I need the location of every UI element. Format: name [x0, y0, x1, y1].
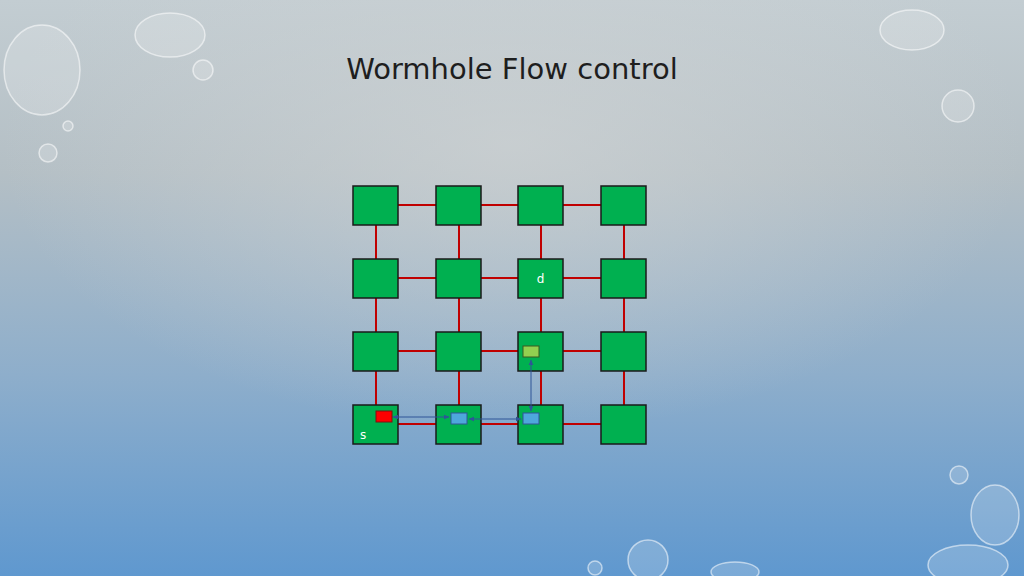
mesh-links	[376, 205, 624, 424]
body-flit	[523, 413, 539, 424]
water-drop	[942, 90, 974, 122]
router-box	[353, 186, 398, 225]
router-box	[601, 259, 646, 298]
router-box	[518, 405, 563, 444]
body-flit	[451, 413, 467, 424]
node-label: s	[360, 428, 366, 442]
router-box	[518, 186, 563, 225]
router-node: d	[518, 259, 563, 298]
flit-pointer	[393, 417, 449, 418]
flit-pointer	[531, 360, 532, 411]
router-box	[518, 259, 563, 298]
water-drop	[39, 144, 57, 162]
router-box	[436, 332, 481, 371]
router-box	[436, 405, 481, 444]
water-drop	[971, 485, 1019, 545]
mesh-link	[376, 277, 624, 279]
router-box	[353, 405, 398, 444]
mesh-link	[376, 423, 624, 425]
water-drop	[711, 562, 759, 576]
router-box	[601, 405, 646, 444]
mesh-link	[540, 205, 542, 424]
tail-flit	[523, 346, 539, 357]
router-box	[436, 259, 481, 298]
water-drop	[880, 10, 944, 50]
router-box	[601, 186, 646, 225]
water-drop	[950, 466, 968, 484]
water-drop	[135, 13, 205, 57]
mesh-link	[375, 205, 377, 424]
water-drop	[4, 25, 80, 115]
flit-pointer	[469, 419, 521, 420]
node-label: d	[537, 272, 545, 286]
router-box	[353, 332, 398, 371]
mesh-link	[376, 350, 624, 352]
water-drop	[588, 561, 602, 575]
router-box	[601, 332, 646, 371]
router-node: s	[353, 405, 398, 444]
router-box	[353, 259, 398, 298]
water-drop	[928, 545, 1008, 576]
mesh-link	[376, 204, 624, 206]
router-box	[436, 186, 481, 225]
water-drop	[193, 60, 213, 80]
head-flit	[376, 411, 392, 422]
slide-title: Wormhole Flow control	[0, 52, 1024, 86]
mesh-link	[458, 205, 460, 424]
water-drop	[63, 121, 73, 131]
mesh-link	[623, 205, 625, 424]
water-drop	[628, 540, 668, 576]
router-box	[518, 332, 563, 371]
